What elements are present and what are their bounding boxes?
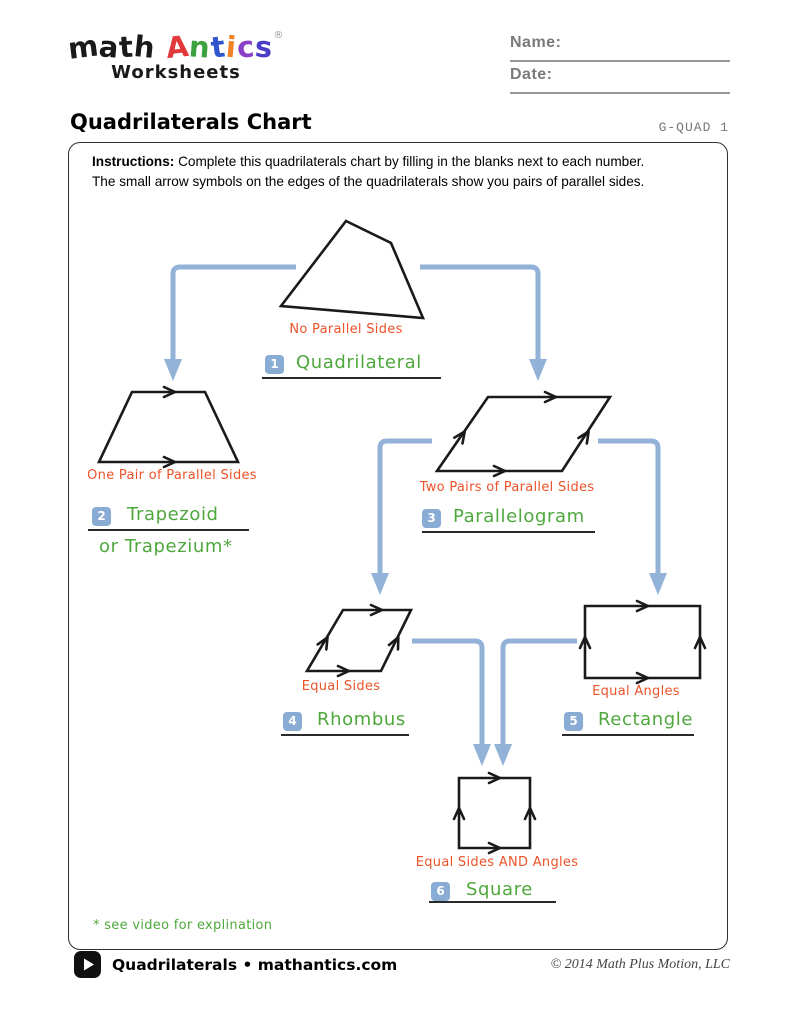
play-button-icon [74, 951, 101, 978]
doc-code: G-QUAD 1 [658, 120, 729, 135]
answer-line-1 [262, 377, 441, 379]
name-field-line: Name: [510, 34, 730, 62]
caption-equal-sides-and-angles: Equal Sides AND Angles [415, 855, 579, 870]
worksheet-content-box [68, 142, 728, 950]
logo-letter: m [65, 28, 101, 66]
answer-quadrilateral: Quadrilateral [296, 352, 422, 373]
page-title: Quadrilaterals Chart [70, 110, 312, 134]
answer-rhombus: Rhombus [317, 709, 406, 730]
caption-no-parallel-sides: No Parallel Sides [289, 322, 403, 337]
caption-equal-sides: Equal Sides [301, 679, 381, 694]
number-badge-3: 3 [422, 509, 441, 528]
caption-two-pairs-parallel: Two Pairs of Parallel Sides [419, 480, 595, 495]
logo-letter: h [132, 28, 158, 66]
name-label: Name: [510, 34, 562, 51]
answer-parallelogram: Parallelogram [453, 506, 585, 527]
answer-rectangle: Rectangle [598, 709, 694, 730]
number-badge-2: 2 [92, 507, 111, 526]
number-badge-5: 5 [564, 712, 583, 731]
number-badge-6: 6 [431, 882, 450, 901]
caption-one-pair-parallel: One Pair of Parallel Sides [87, 468, 257, 483]
answer-line-3 [422, 531, 595, 533]
answer-square: Square [466, 879, 533, 900]
answer-or-trapezium: or Trapezium* [99, 536, 233, 557]
date-field-line: Date: [510, 66, 730, 94]
answer-line-2 [88, 529, 249, 531]
instructions-text: Instructions: Complete this quadrilatera… [92, 152, 700, 193]
registered-mark: ® [273, 30, 285, 41]
footer-brand-text: Quadrilaterals • mathantics.com [112, 956, 398, 974]
instructions-label: Instructions: [92, 154, 175, 169]
answer-line-6 [429, 901, 556, 903]
instructions-line2: The small arrow symbols on the edges of … [92, 174, 645, 190]
logo-subtitle: Worksheets [111, 62, 241, 83]
number-badge-4: 4 [283, 712, 302, 731]
answer-trapezoid: Trapezoid [127, 504, 219, 525]
caption-equal-angles: Equal Angles [592, 684, 680, 699]
date-label: Date: [510, 66, 553, 83]
answer-line-4 [281, 734, 409, 736]
answer-line-5 [562, 734, 694, 736]
logo-letter: s [253, 29, 275, 65]
footer-copyright: © 2014 Math Plus Motion, LLC [550, 957, 730, 972]
number-badge-1: 1 [265, 355, 284, 374]
video-footnote: * see video for explination [93, 918, 273, 933]
instructions-line1: Complete this quadrilaterals chart by fi… [178, 154, 645, 169]
